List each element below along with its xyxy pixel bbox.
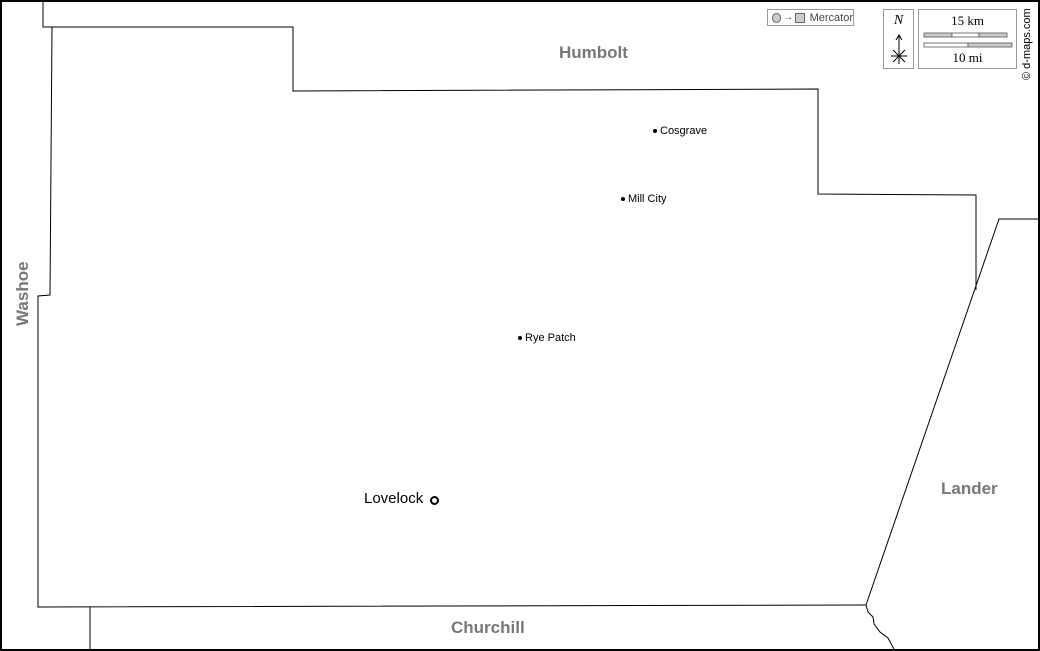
credit-text: © d-maps.com	[1021, 8, 1033, 80]
north-arrow: N	[883, 9, 914, 69]
county-boundary	[52, 26, 977, 290]
city-label: Rye Patch	[525, 332, 576, 344]
map-square-icon	[795, 12, 805, 23]
projection-legend: → Mercator	[767, 9, 854, 26]
city-mill-city: Mill City	[621, 193, 667, 205]
compass-icon	[891, 34, 907, 64]
churchill-lander-boundary	[865, 604, 896, 651]
city-dot-icon	[653, 129, 657, 134]
city-label: Mill City	[628, 193, 667, 205]
scale-km-label: 15 km	[951, 13, 984, 28]
north-label: N	[893, 13, 904, 28]
globe-circle-icon	[772, 12, 782, 23]
region-label-churchill: Churchill	[451, 618, 525, 637]
region-label-washoe: Washoe	[13, 261, 32, 326]
city-rye-patch: Rye Patch	[518, 332, 576, 344]
city-label: Cosgrave	[660, 125, 708, 137]
city-dot-icon	[518, 336, 522, 341]
projection-label: Mercator	[809, 11, 853, 24]
capital-circle-icon	[430, 496, 439, 505]
arrow-right-icon: →	[783, 12, 794, 23]
lander-boundary	[865, 218, 1040, 606]
city-dot-icon	[621, 197, 625, 202]
scale-bars-graphic	[923, 32, 1013, 48]
region-label-lander: Lander	[941, 479, 998, 498]
region-label-humbolt: Humbolt	[559, 43, 628, 62]
city-cosgrave: Cosgrave	[653, 125, 707, 137]
scale-mi-label: 10 mi	[952, 50, 983, 65]
capital-lovelock-label: Lovelock	[364, 490, 424, 507]
washoe-humbolt-boundary	[42, 0, 52, 28]
county-west-boundary	[37, 26, 867, 608]
scale-bar: 15 km 10 mi	[918, 9, 1017, 69]
